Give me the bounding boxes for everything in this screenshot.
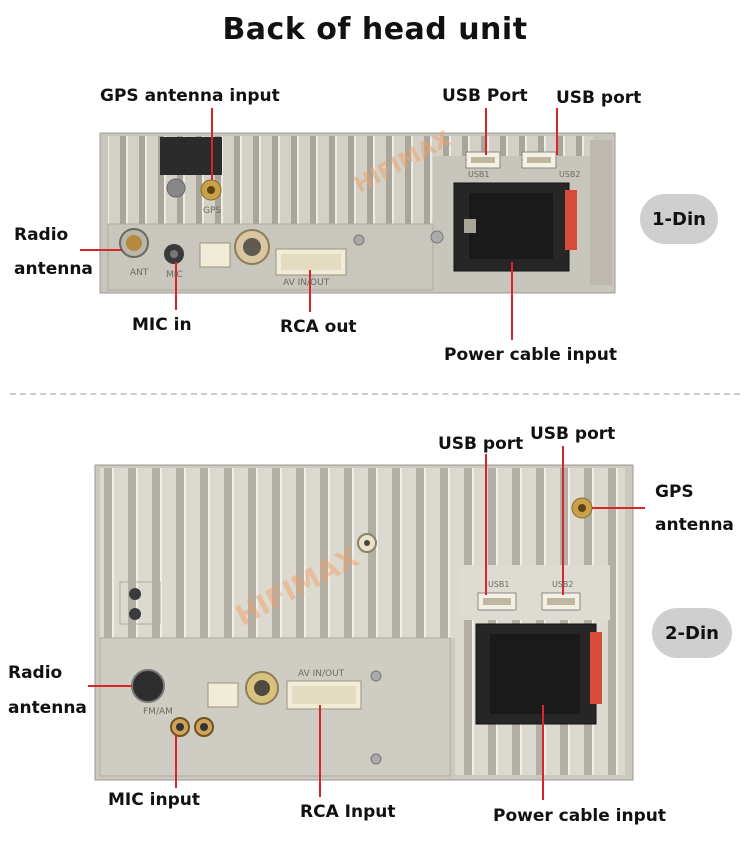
label-usb-port-b2: USB port — [530, 424, 616, 444]
mark-usb2: USB2 — [559, 170, 581, 179]
label-usb-port-2: USB port — [556, 88, 642, 108]
label-usb-port-b1: USB port — [438, 434, 524, 454]
mark-usb1-b: USB1 — [488, 580, 510, 589]
label-radio-antenna-l1: Radio — [14, 225, 69, 245]
label-usb-port-1: USB Port — [442, 86, 528, 106]
mark-av-inout-b: AV IN/OUT — [298, 669, 345, 679]
label-rca-input: RCA Input — [300, 802, 396, 822]
mark-mic: MIC — [166, 270, 183, 280]
page-title: Back of head unit — [222, 12, 528, 47]
mark-fm-am: FM/AM — [143, 707, 173, 717]
label-gps-antenna-input: GPS antenna input — [100, 86, 280, 106]
din2-chassis — [94, 464, 634, 781]
label-gps-antenna-l2: antenna — [655, 515, 734, 535]
badge-1-din: 1-Din — [640, 194, 718, 244]
label-radio-antenna-b-l2: antenna — [8, 698, 87, 718]
din2-pointer-lines — [88, 446, 645, 800]
badge-2-din: 2-Din — [652, 608, 732, 658]
mark-usb1: USB1 — [468, 170, 490, 179]
label-radio-antenna-b-l1: Radio — [8, 663, 63, 683]
label-gps-antenna-l1: GPS — [655, 482, 694, 502]
label-mic-input: MIC input — [108, 790, 200, 810]
label-mic-in: MIC in — [132, 315, 192, 335]
mark-usb2-b: USB2 — [552, 580, 574, 589]
label-radio-antenna-l2: antenna — [14, 259, 93, 279]
mark-ant: ANT — [130, 268, 149, 278]
label-power-cable-input: Power cable input — [444, 345, 617, 365]
section-divider — [10, 393, 740, 395]
label-power-cable-input-b: Power cable input — [493, 806, 666, 826]
din1-pointer-lines — [80, 108, 558, 340]
label-rca-out: RCA out — [280, 317, 357, 337]
din1-chassis — [99, 132, 616, 294]
mark-gps: GPS — [203, 206, 222, 216]
mark-av-inout: AV IN/OUT — [283, 278, 330, 288]
